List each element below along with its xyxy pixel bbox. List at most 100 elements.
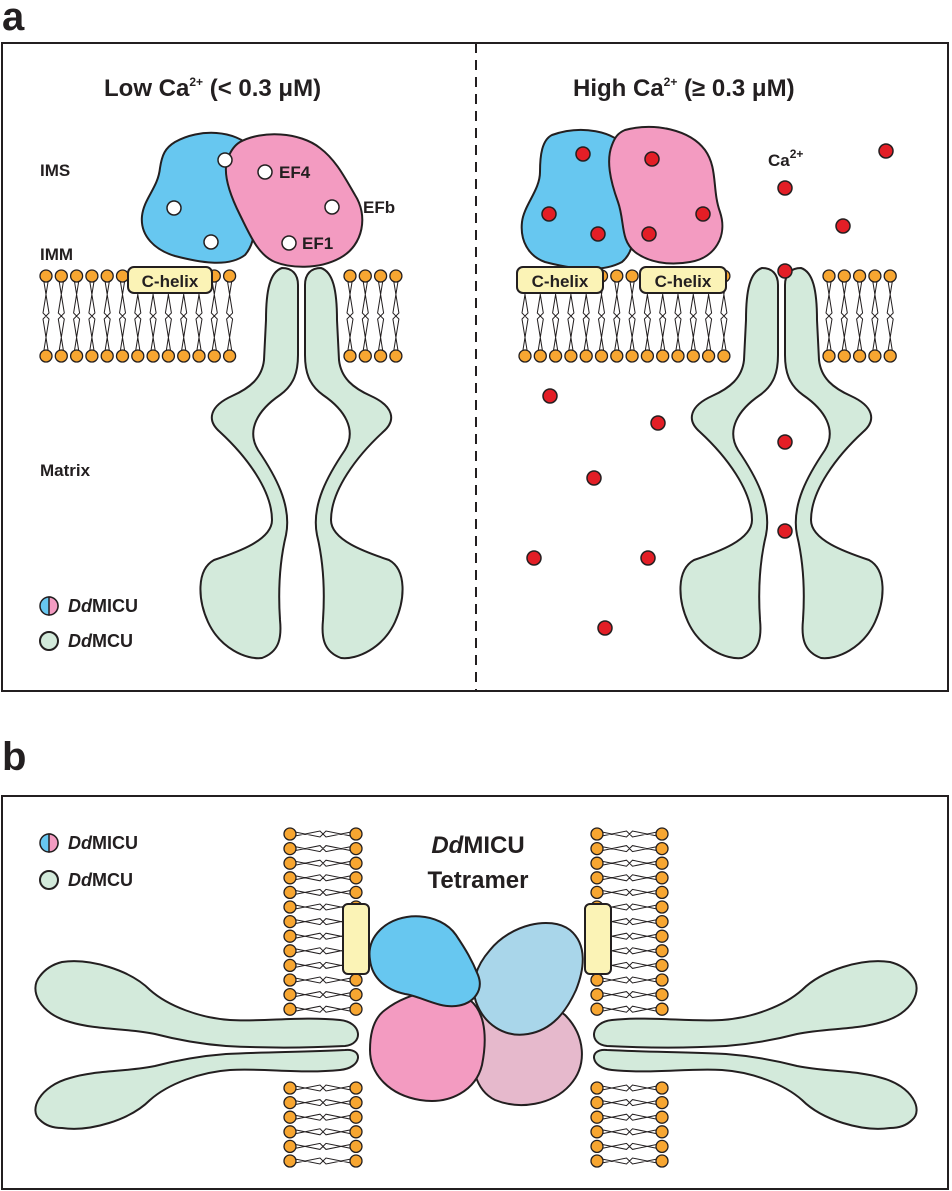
lipid-head xyxy=(115,269,130,283)
lipid-head xyxy=(655,856,669,870)
lipid-head xyxy=(590,871,604,885)
lipid-head xyxy=(349,1110,363,1124)
ca-ion xyxy=(777,523,793,539)
lipid-head xyxy=(837,269,851,283)
lipid-head xyxy=(222,269,237,283)
lipid-tails xyxy=(289,1084,357,1165)
c-helix-high-2 xyxy=(639,266,727,294)
lipid-head xyxy=(655,973,669,987)
mcu-legend-label: DdMCU xyxy=(68,870,133,890)
lipid-head xyxy=(283,885,297,900)
low-ca-title: Low Ca2+ (< 0.3 μM) xyxy=(104,75,321,102)
lipid-head xyxy=(655,944,669,958)
lipid-head xyxy=(579,349,593,363)
ca-site-empty xyxy=(217,152,233,168)
lipid-tails xyxy=(596,830,663,1013)
lipid-head xyxy=(283,987,297,1002)
ca-ion xyxy=(777,180,793,196)
lipid-head xyxy=(349,1095,363,1110)
ef1-site xyxy=(281,235,297,251)
lipid-head xyxy=(868,269,882,283)
lipid-head xyxy=(283,944,297,958)
panel-a-letter: a xyxy=(2,0,25,39)
lipid-head xyxy=(161,349,176,363)
lipid-head xyxy=(852,349,867,363)
lipid-head xyxy=(640,349,655,363)
c-helix-label: C-helix xyxy=(655,272,712,291)
c-helix-b-right xyxy=(584,903,612,975)
lipid-head xyxy=(594,349,609,363)
lipid-head xyxy=(283,1125,297,1139)
lipid-head xyxy=(349,1002,363,1016)
micu-dimer-high xyxy=(520,126,724,270)
lipid-head xyxy=(717,349,731,363)
lipid-head xyxy=(655,1081,669,1095)
ca-bound xyxy=(590,226,606,242)
tetramer-title: DdMICU xyxy=(431,832,524,859)
ca-ion xyxy=(835,218,851,234)
lipid-head xyxy=(283,841,297,856)
lipid-head xyxy=(349,1081,363,1095)
ef1-label: EF1 xyxy=(302,234,333,253)
ca-bound xyxy=(644,151,660,167)
lipid-head xyxy=(590,1002,604,1016)
lipid-head xyxy=(822,349,836,363)
lipid-head xyxy=(533,349,547,363)
lipid-head xyxy=(39,269,53,283)
c-helix-label: C-helix xyxy=(532,272,589,291)
lipid-head xyxy=(590,827,604,841)
lipid-head xyxy=(349,827,363,841)
lipid-head xyxy=(283,856,297,870)
micu-legend-label: DdMICU xyxy=(68,833,138,853)
lipid-tails xyxy=(521,275,728,357)
mcu-channel-high xyxy=(679,266,884,660)
lipid-head xyxy=(655,871,669,885)
lipid-head xyxy=(69,269,84,283)
lipid-head xyxy=(115,349,130,363)
lipid-head xyxy=(655,1095,669,1110)
imm-label: IMM xyxy=(40,245,73,264)
c-helix-high-1 xyxy=(516,266,604,294)
lipid-head xyxy=(207,349,221,363)
lipid-head xyxy=(69,349,84,363)
ef4-site xyxy=(257,164,273,180)
lipid-head xyxy=(518,349,532,363)
lipid-head xyxy=(349,856,363,870)
lipid-tails xyxy=(289,830,357,1013)
lipid-head xyxy=(655,1110,669,1124)
lipid-head xyxy=(655,1002,669,1016)
lipid-head xyxy=(373,349,388,363)
lipid-head xyxy=(686,349,700,363)
ca-ion xyxy=(597,620,613,636)
micu-legend-label: DdMICU xyxy=(68,596,138,616)
lipid-head xyxy=(655,1139,669,1154)
lipid-head xyxy=(146,349,160,363)
free-calcium-ions xyxy=(526,143,894,636)
lipid-head xyxy=(283,1002,297,1016)
lipid-head xyxy=(349,885,363,900)
lipid-head xyxy=(564,349,578,363)
ef4-label: EF4 xyxy=(279,163,311,182)
lipid-head xyxy=(590,1095,604,1110)
lipid-head xyxy=(373,269,388,283)
ca-ion xyxy=(777,263,793,279)
lipid-head xyxy=(655,914,669,929)
lipid-head xyxy=(548,349,563,363)
panel-b-letter: b xyxy=(2,735,26,779)
lipid-head xyxy=(590,885,604,900)
ca-bound xyxy=(541,206,557,222)
lipid-head xyxy=(655,827,669,841)
lipid-head xyxy=(822,269,836,283)
mcu-channel-low xyxy=(199,266,404,660)
lipid-head xyxy=(100,269,114,283)
mcu-legend-icon xyxy=(39,870,59,890)
lipid-head xyxy=(625,349,639,363)
panel-b-frame xyxy=(1,795,949,1190)
lipid-head xyxy=(655,1154,669,1168)
lipid-head xyxy=(655,987,669,1002)
lipid-head xyxy=(283,827,297,841)
micu-dimer-low: EF4 EFb EF1 xyxy=(140,131,395,268)
lipid-head xyxy=(349,1125,363,1139)
lipid-head xyxy=(389,349,403,363)
lipid-head xyxy=(54,349,68,363)
